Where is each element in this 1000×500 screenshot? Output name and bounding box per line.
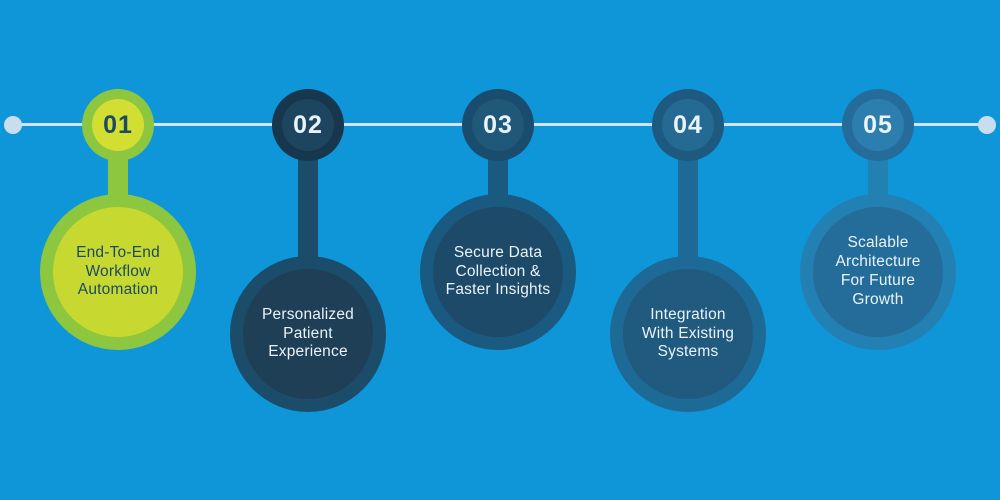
topic-circle-inner: End-To-End Workflow Automation bbox=[53, 207, 183, 337]
step-number-circle: 03 bbox=[462, 89, 534, 161]
step-number-circle: 02 bbox=[272, 89, 344, 161]
step-number: 04 bbox=[673, 110, 703, 139]
topic-label: End-To-End Workflow Automation bbox=[76, 243, 160, 299]
topic-circle: Scalable Architecture For Future Growth bbox=[800, 194, 956, 350]
topic-label: Secure Data Collection & Faster Insights bbox=[445, 243, 551, 299]
topic-circle: End-To-End Workflow Automation bbox=[40, 194, 196, 350]
step-number-inner: 02 bbox=[282, 99, 334, 151]
topic-circle: Secure Data Collection & Faster Insights bbox=[420, 194, 576, 350]
topic-label: Scalable Architecture For Future Growth bbox=[835, 234, 921, 308]
step-number-circle: 04 bbox=[652, 89, 724, 161]
timeline-start-dot bbox=[4, 116, 22, 134]
topic-label: Personalized Patient Experience bbox=[261, 305, 354, 361]
topic-circle-inner: Integration With Existing Systems bbox=[623, 269, 753, 399]
topic-circle-inner: Secure Data Collection & Faster Insights bbox=[433, 207, 563, 337]
step-number-circle: 01 bbox=[82, 89, 154, 161]
step-number: 03 bbox=[483, 110, 513, 139]
step-number-inner: 04 bbox=[662, 99, 714, 151]
step-number: 05 bbox=[863, 110, 893, 139]
step-number: 01 bbox=[103, 110, 133, 139]
topic-circle: Personalized Patient Experience bbox=[230, 256, 386, 412]
step-number-circle: 05 bbox=[842, 89, 914, 161]
step-number-inner: 01 bbox=[92, 99, 144, 151]
timeline-end-dot bbox=[978, 116, 996, 134]
topic-circle-inner: Personalized Patient Experience bbox=[243, 269, 373, 399]
step-number-inner: 03 bbox=[472, 99, 524, 151]
topic-label: Integration With Existing Systems bbox=[641, 305, 735, 361]
step-number-inner: 05 bbox=[852, 99, 904, 151]
topic-circle-inner: Scalable Architecture For Future Growth bbox=[813, 207, 943, 337]
topic-circle: Integration With Existing Systems bbox=[610, 256, 766, 412]
step-number: 02 bbox=[293, 110, 323, 139]
